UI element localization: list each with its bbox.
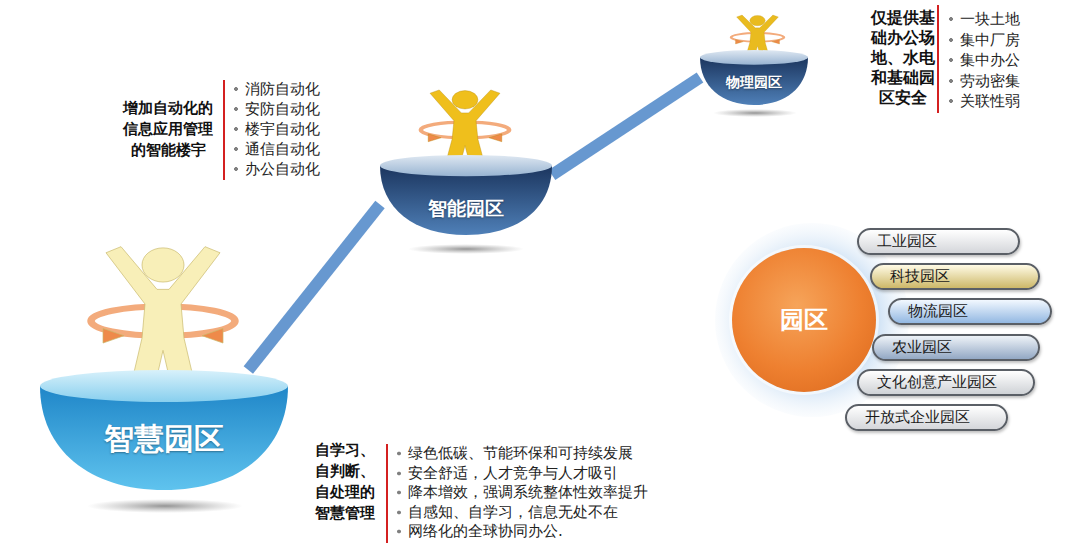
list-item: 一块土地 [947,9,1020,29]
list-item: 劳动密集 [947,71,1020,91]
pill-box: 工业园区 [857,228,1020,255]
divider-bar [386,444,388,543]
pill-label: 物流园区 [908,302,968,321]
bowl-node: 智能园区 [380,155,552,235]
bowl-title: 智慧园区 [104,419,224,460]
bowl-rim [40,370,288,402]
bowl-node: 物理园区 [700,50,808,105]
shadow [87,499,243,513]
divider-bar [223,80,225,180]
list-item: 集中办公 [947,50,1020,70]
pill-label: 文化创意产业园区 [877,373,997,392]
list-item: 安防自动化 [232,99,320,119]
pill-box: 开放式企业园区 [845,404,1008,431]
pill-label: 开放式企业园区 [865,408,970,427]
bowl-rim [700,50,808,65]
ramp-connector [552,78,700,176]
ramp-connector [248,205,380,370]
list-item: 消防自动化 [232,79,320,99]
list-item: 网络化的全球协同办公. [395,522,563,541]
circle-node: 园区 [732,248,876,392]
list-item: 安全舒适，人才竞争与人才吸引 [395,464,618,483]
pill-label: 农业园区 [892,338,952,357]
bowl-title: 智能园区 [428,196,504,222]
list-item: 楼宇自动化 [232,119,320,139]
list-item: 绿色低碳、节能环保和可持续发展 [395,444,633,463]
pill-box: 文化创意产业园区 [857,369,1035,396]
list-item: 关联性弱 [947,91,1020,111]
pill-box: 科技园区 [870,263,1040,290]
group-heading: 仅提供基础办公场地、水电和基础园区安全 [870,8,936,108]
shadow [713,109,797,117]
list-item: 降本增效，强调系统整体性效率提升 [395,483,648,502]
pill-label: 工业园区 [877,232,937,251]
bowl-shape [380,155,552,235]
group-heading: 增加自动化的信息应用管理的智能楼宇 [122,98,214,161]
list-item: 办公自动化 [232,159,320,179]
list-item: 集中厂房 [947,30,1020,50]
shadow [408,244,524,254]
circle-title: 园区 [780,304,828,336]
bowl-title: 物理园区 [726,74,782,92]
list-item: 通信自动化 [232,139,320,159]
person-figure [91,247,235,390]
group-heading: 自学习、自判断、自处理的智慧管理 [314,440,376,524]
pill-box: 物流园区 [888,298,1052,325]
pill-label: 科技园区 [890,267,950,286]
divider-bar [937,5,939,113]
list-item: 自感知、自学习，信息无处不在 [395,503,618,522]
bowl-rim [380,155,552,176]
bowl-node: 智慧园区 [40,370,288,490]
pill-box: 农业园区 [872,334,1040,361]
